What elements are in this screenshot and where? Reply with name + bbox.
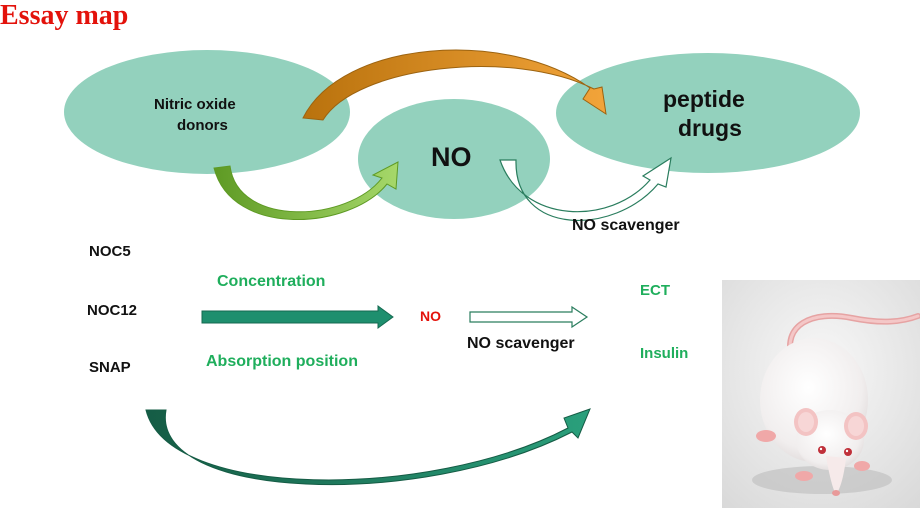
no-ellipse [358, 99, 550, 219]
donor-noc12: NOC12 [87, 302, 138, 319]
bottom-teal-curved-arrow [145, 408, 591, 486]
factor-absorption-position: Absorption position [206, 353, 358, 370]
page-title: Essay map [0, 0, 129, 31]
bottom-scavenger-label: NO scavenger [467, 335, 575, 352]
peptide-label-line2: drugs [678, 115, 742, 141]
nitric-oxide-donors-ellipse [64, 50, 350, 174]
no-ellipse-label: NO [431, 142, 472, 172]
top-scavenger-label: NO scavenger [572, 217, 680, 234]
donors-label-line2: donors [177, 117, 228, 134]
scavenger-hollow-straight-arrow [469, 305, 589, 329]
peptide-drugs-ellipse [556, 53, 860, 173]
bottom-no-label: NO [420, 308, 441, 324]
rat-image [722, 280, 920, 508]
target-insulin: Insulin [640, 345, 689, 362]
peptide-label-line1: peptide [663, 86, 745, 112]
donor-snap: SNAP [89, 359, 131, 376]
orange-curved-arrow [302, 49, 607, 121]
factor-concentration: Concentration [217, 273, 326, 290]
target-ect: ECT [640, 282, 670, 299]
donors-label-line1: Nitric oxide [154, 96, 236, 113]
lime-curved-arrow [213, 161, 399, 220]
teal-straight-arrow [201, 305, 394, 329]
scavenger-hollow-curved-arrow [499, 156, 672, 221]
donor-noc5: NOC5 [89, 243, 131, 260]
